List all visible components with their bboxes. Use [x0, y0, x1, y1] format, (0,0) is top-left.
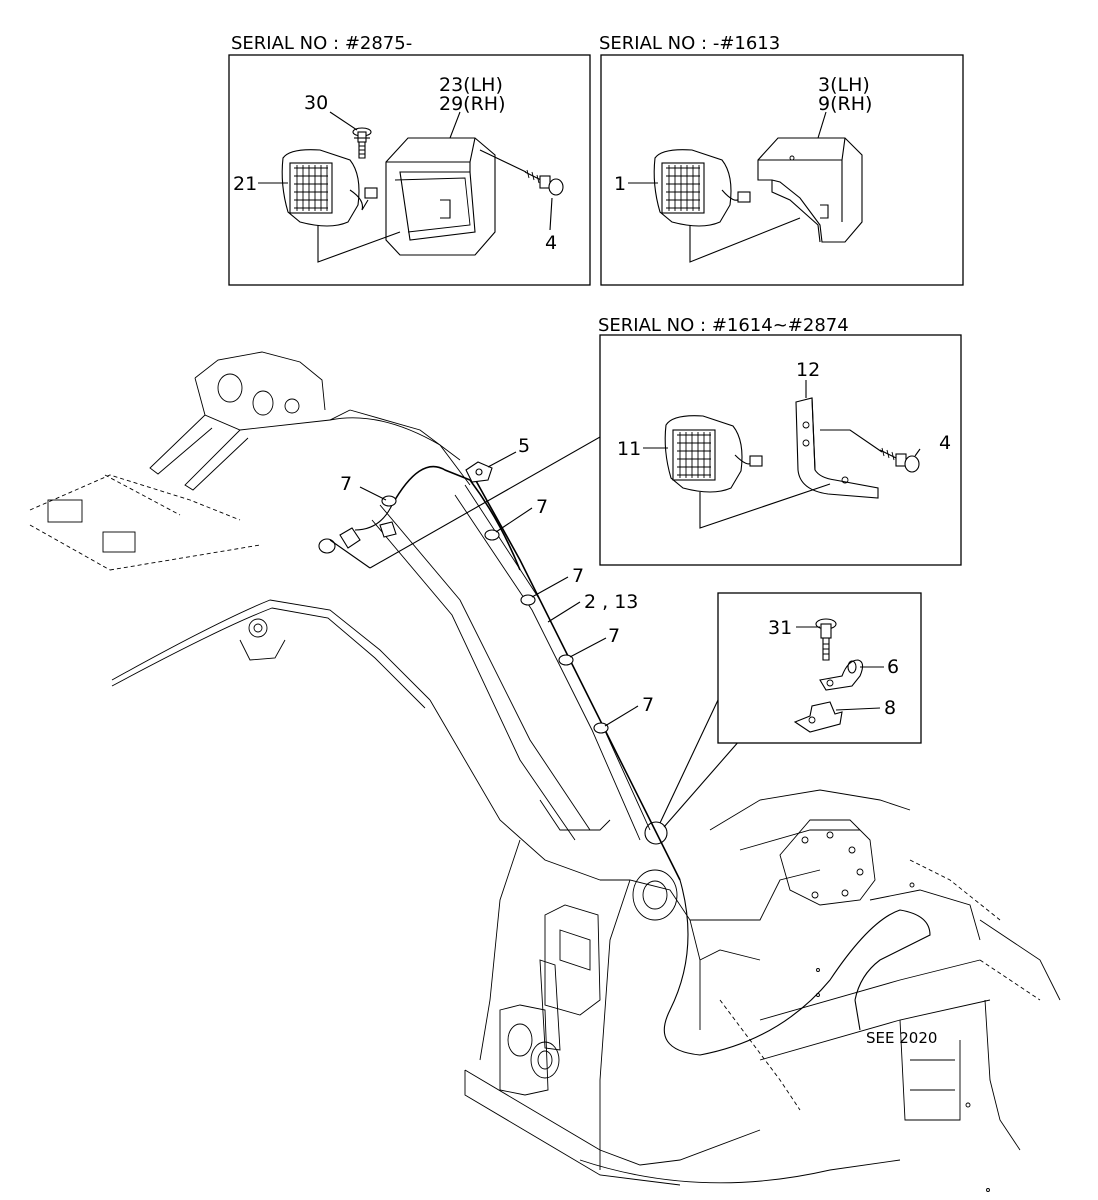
work-lamp-11: [664, 415, 763, 493]
work-lamp-1: [653, 149, 751, 227]
boom-assembly: [29, 351, 1061, 1192]
clip-7b: [484, 529, 500, 541]
label-11: 11: [617, 438, 641, 460]
wire-harness: [354, 465, 931, 1056]
label-9-rh: 9(RH): [818, 93, 872, 115]
labels: SERIAL NO : #2875- SERIAL NO : -#1613 SE…: [231, 33, 951, 1047]
serial-top-left: SERIAL NO : #2875-: [231, 33, 412, 54]
serial-top-right: SERIAL NO : -#1613: [599, 33, 780, 54]
lamp-cover-3-9: [757, 137, 863, 243]
label-7-e: 7: [642, 694, 654, 716]
label-21: 21: [233, 173, 257, 195]
label-23-lh: 23(LH): [439, 74, 503, 96]
boom-clips: [318, 461, 668, 845]
inset-top-left: [228, 54, 591, 286]
label-12: 12: [796, 359, 820, 381]
inset-middle: [599, 334, 962, 566]
label-see-2020: SEE 2020: [866, 1029, 937, 1047]
inset-top-right: [600, 54, 964, 286]
clip-7d: [558, 654, 574, 666]
lamp-cover-23-29: [385, 137, 496, 256]
label-7-d: 7: [608, 625, 620, 647]
bolt-30: [352, 127, 372, 159]
label-7-a: 7: [340, 473, 352, 495]
label-31: 31: [768, 617, 792, 639]
label-7-c: 7: [572, 565, 584, 587]
label-2-13: 2 , 13: [584, 591, 638, 613]
inset-clamp-detail: [717, 592, 922, 744]
label-6: 6: [887, 656, 899, 678]
label-5: 5: [518, 435, 530, 457]
detail-circle: [644, 821, 668, 845]
bolt-4-mid: [879, 447, 920, 473]
clip-7c: [520, 594, 536, 606]
serial-middle: SERIAL NO : #1614~#2874: [598, 315, 849, 336]
label-4-top: 4: [545, 232, 557, 254]
label-7-b: 7: [536, 496, 548, 518]
bracket-12: [795, 397, 879, 499]
label-29-rh: 29(RH): [439, 93, 506, 115]
bolt-31: [815, 618, 837, 661]
clip-7a: [381, 495, 397, 507]
work-lamp-21: [281, 149, 378, 227]
plate-5: [465, 461, 493, 483]
label-1: 1: [614, 173, 626, 195]
clip-7e: [593, 722, 609, 734]
label-4-mid: 4: [939, 432, 951, 454]
clamp-6: [819, 659, 864, 691]
plate-8: [793, 701, 843, 733]
label-30: 30: [304, 92, 328, 114]
label-8: 8: [884, 697, 896, 719]
label-3-lh: 3(LH): [818, 74, 870, 96]
screw-4: [524, 169, 564, 196]
